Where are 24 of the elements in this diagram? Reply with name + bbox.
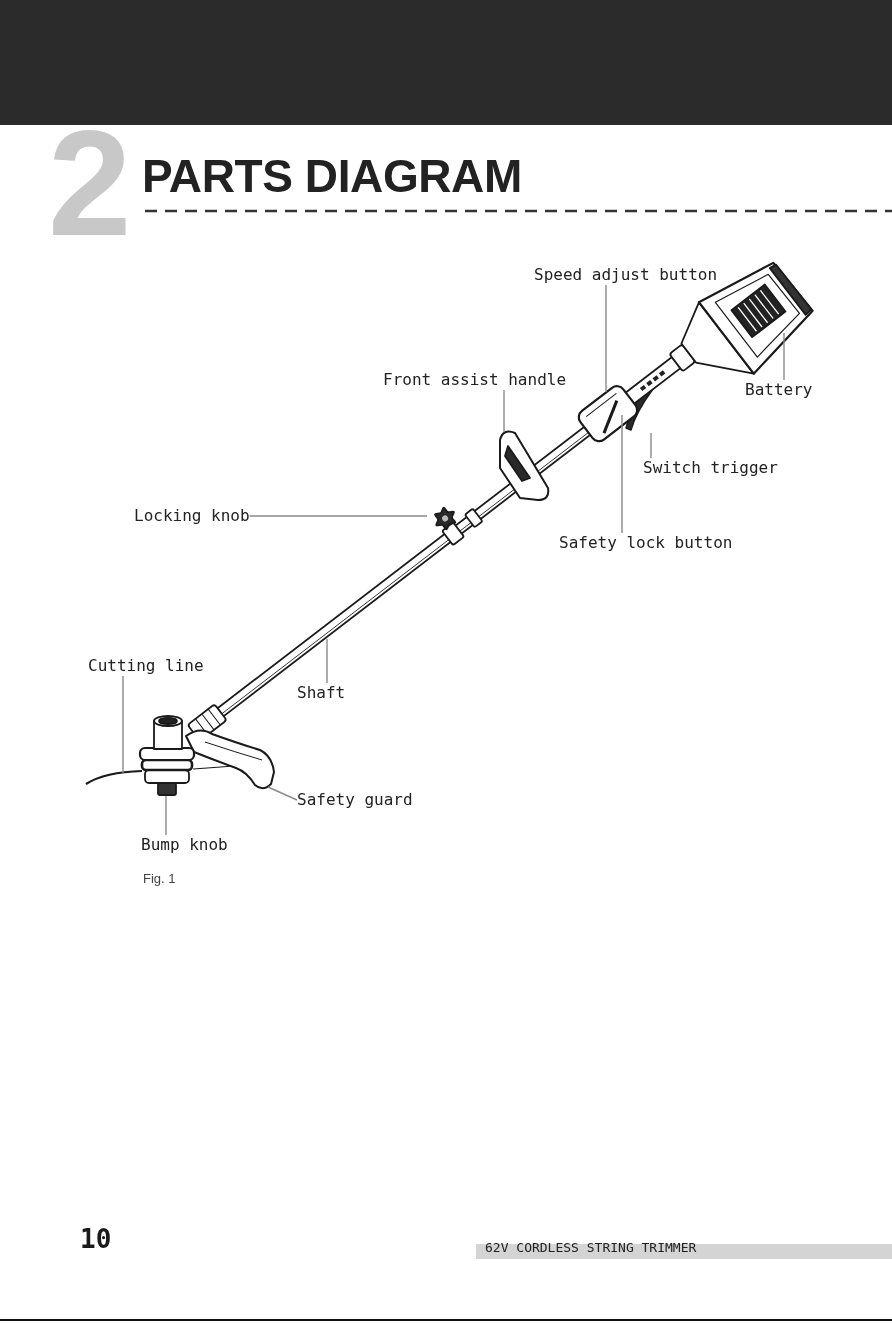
leader-line (503, 389, 505, 433)
part-label: Switch trigger (643, 458, 778, 478)
figure-caption: Fig. 1 (143, 871, 176, 887)
leader-line (783, 332, 785, 381)
leader-line (650, 432, 652, 459)
part-label: Front assist handle (383, 370, 567, 390)
part-label: Cutting line (88, 656, 204, 676)
leader-line (122, 675, 124, 774)
leader-line (248, 515, 428, 517)
part-label: Safety guard (297, 790, 413, 810)
leader-line (621, 414, 623, 534)
part-label: Bump knob (141, 835, 228, 855)
leader-line (267, 786, 298, 801)
page-title: PARTS DIAGRAM (142, 153, 522, 199)
page-number: 10 (80, 1226, 112, 1252)
part-label: Locking knob (134, 506, 250, 526)
leader-line (605, 284, 607, 393)
part-label: Safety lock button (559, 533, 733, 553)
part-label: Shaft (297, 683, 346, 703)
leader-line (165, 795, 167, 836)
part-label: Battery (745, 380, 813, 400)
footer-text: 62V CORDLESS STRING TRIMMER (485, 1240, 697, 1256)
part-label: Speed adjust button (534, 265, 718, 285)
leader-line (326, 638, 328, 684)
